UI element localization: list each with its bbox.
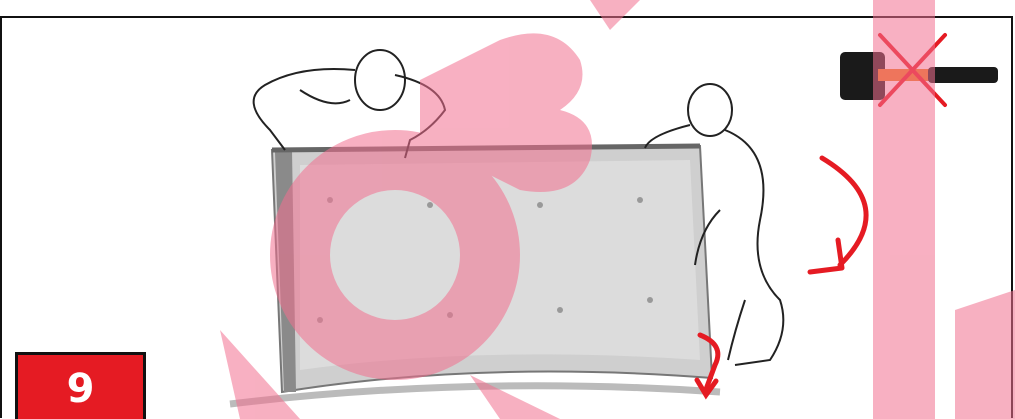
step-badge: 9 — [15, 352, 146, 419]
step-number: 9 — [67, 369, 95, 409]
curved-arrow-icon — [697, 158, 866, 395]
